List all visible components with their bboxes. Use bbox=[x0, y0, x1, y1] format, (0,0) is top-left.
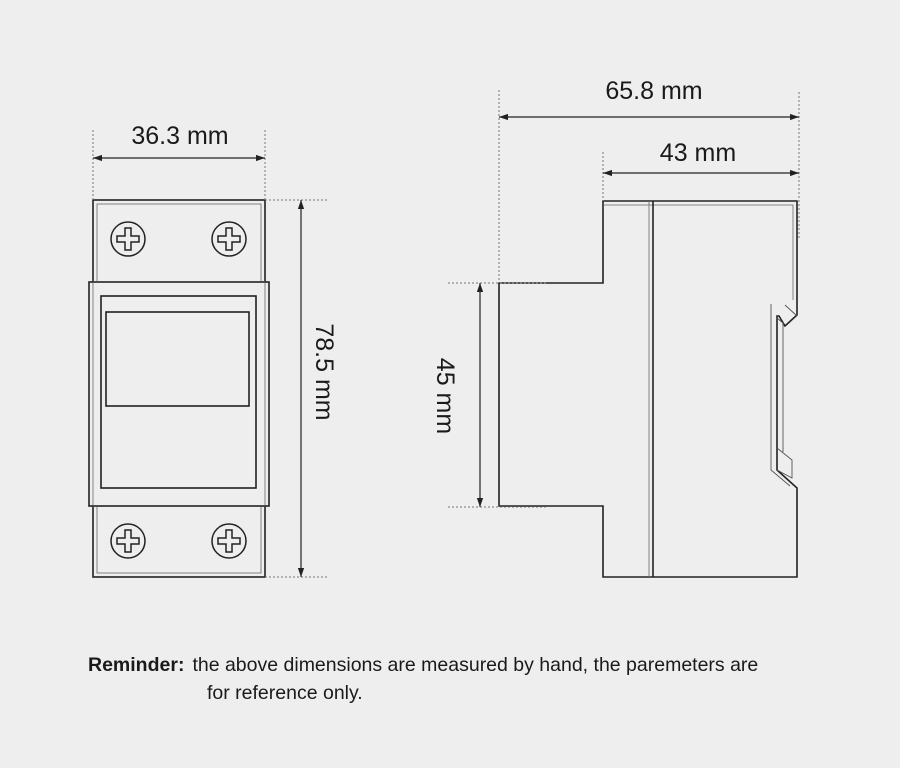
screw-bottom-left-icon bbox=[110, 523, 146, 559]
reminder-text-line2: for reference only. bbox=[207, 682, 363, 704]
front-panel bbox=[100, 295, 257, 489]
front-main-body bbox=[88, 281, 270, 507]
front-top-terminal-block bbox=[92, 199, 266, 283]
side-body-depth-dimension: 43 mm bbox=[602, 139, 799, 201]
front-width-label: 36.3 mm bbox=[131, 122, 228, 150]
reminder-text-line1: the above dimensions are measured by han… bbox=[192, 654, 759, 676]
reminder-label: Reminder: bbox=[88, 654, 185, 676]
front-view bbox=[88, 199, 270, 578]
front-height-dimension: 78.5 mm bbox=[265, 199, 338, 578]
side-total-depth-label: 65.8 mm bbox=[605, 77, 702, 105]
front-bottom-terminal-block bbox=[92, 505, 266, 578]
side-rail-height-dimension: 45 mm bbox=[431, 282, 548, 508]
front-height-label: 78.5 mm bbox=[310, 323, 338, 420]
side-profile bbox=[498, 200, 798, 578]
side-view bbox=[498, 200, 798, 578]
side-total-depth-dimension: 65.8 mm bbox=[498, 77, 800, 283]
front-width-dimension: 36.3 mm bbox=[92, 122, 266, 200]
screw-top-right-icon bbox=[211, 221, 247, 257]
reminder-note: Reminder: the above dimensions are measu… bbox=[88, 651, 848, 707]
display-window bbox=[105, 311, 250, 407]
side-rail-height-label: 45 mm bbox=[431, 358, 459, 434]
screw-top-left-icon bbox=[110, 221, 146, 257]
screw-bottom-right-icon bbox=[211, 523, 247, 559]
side-body-depth-label: 43 mm bbox=[660, 139, 736, 167]
